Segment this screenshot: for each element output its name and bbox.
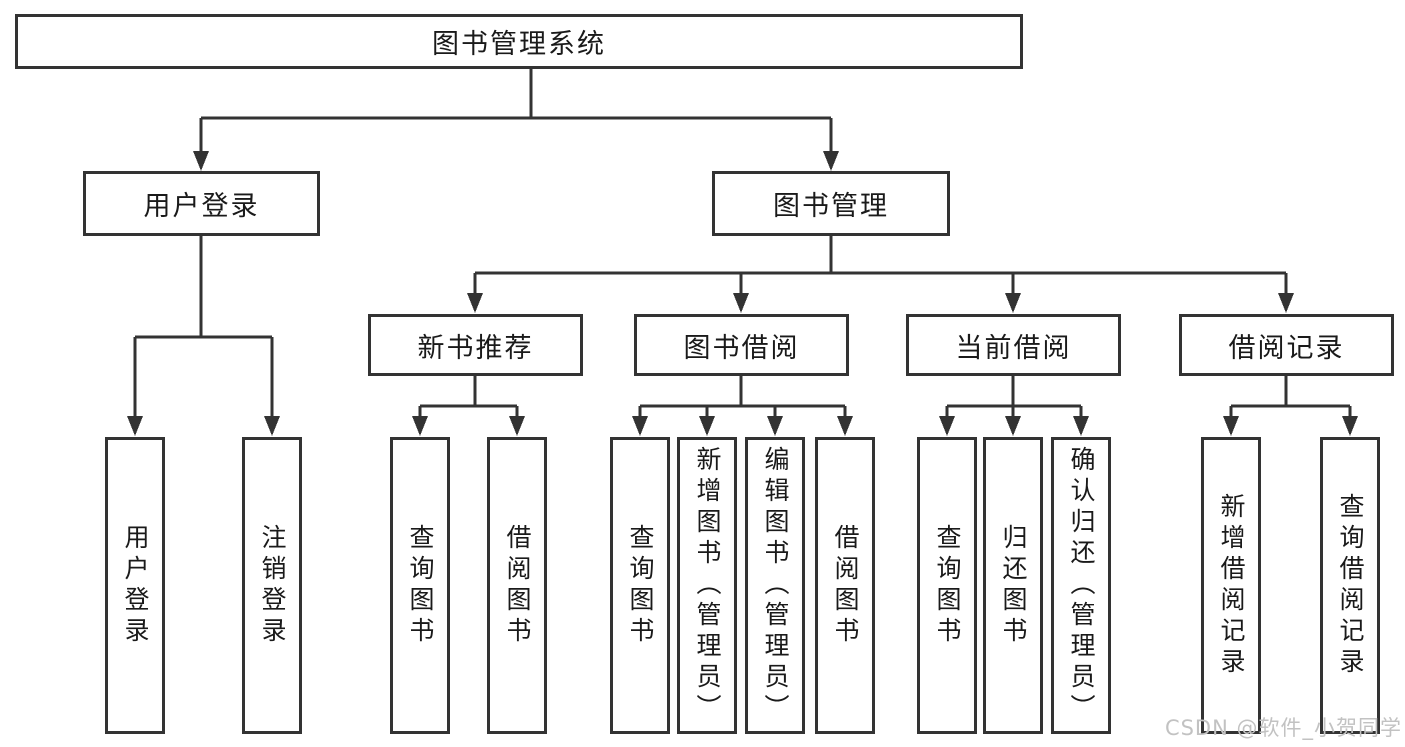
leaf-confirm-return-admin: 确认归还（管理员） [1051,437,1111,734]
arrow-down-icon [1005,416,1021,436]
arrow-down-icon [632,416,648,436]
node-label: 注销登录 [258,523,287,648]
arrow-down-icon [193,151,209,171]
connector-current-borrowing-children [939,376,1089,436]
connector-root-to-level2 [193,69,839,171]
leaf-user-login: 用户登录 [105,437,165,734]
connector-borrowing-records-children [1223,376,1358,436]
node-current-borrowing: 当前借阅 [906,314,1121,376]
leaf-logout-login: 注销登录 [242,437,302,734]
node-label: 用户登录 [121,523,150,648]
leaf-query-borrow-record: 查询借阅记录 [1320,437,1380,734]
arrow-down-icon [939,416,955,436]
leaf-add-book-admin: 新增图书（管理员） [677,437,737,734]
leaf-add-borrow-record: 新增借阅记录 [1201,437,1261,734]
node-user-login: 用户登录 [83,171,320,236]
arrow-down-icon [767,416,783,436]
connector-book-management-children [467,236,1294,313]
node-label: 借阅图书 [503,523,532,648]
node-library-management-system: 图书管理系统 [15,14,1023,69]
leaf-borrow-books: 借阅图书 [815,437,875,734]
arrow-down-icon [1278,293,1294,313]
connector-book-borrowing-children [632,376,853,436]
arrow-down-icon [699,416,715,436]
leaf-borrow-books-recommend: 借阅图书 [487,437,547,734]
connector-line [133,236,274,418]
connector-line [473,236,1288,295]
node-label: 确认归还（管理员） [1067,446,1096,725]
csdn-watermark: CSDN @软件_小贺同学 [1164,716,1402,740]
node-label: 查询图书 [933,523,962,648]
node-label: 查询图书 [626,523,655,648]
node-label: 新增借阅记录 [1217,492,1246,679]
node-label: 新书推荐 [417,332,534,364]
connector-line [638,376,847,418]
node-label: 借阅记录 [1228,332,1345,364]
connector-user-login-children [127,236,280,436]
node-book-borrowing: 图书借阅 [634,314,849,376]
connector-line [199,69,833,153]
node-label: 当前借阅 [955,332,1072,364]
arrow-down-icon [823,151,839,171]
arrow-down-icon [509,416,525,436]
node-label: 图书管理 [773,191,889,222]
connector-line [418,376,519,418]
arrow-down-icon [1342,416,1358,436]
arrow-down-icon [1223,416,1239,436]
arrow-down-icon [1073,416,1089,436]
node-label: 归还图书 [999,523,1028,648]
connector-line [945,376,1083,418]
arrow-down-icon [733,293,749,313]
node-label: 查询图书 [406,523,435,648]
node-label: 用户登录 [143,191,260,222]
connector-line [1229,376,1352,418]
node-label: 新增图书（管理员） [693,446,722,725]
arrow-down-icon [837,416,853,436]
arrow-down-icon [127,416,143,436]
node-label: 图书管理系统 [432,29,606,60]
arrow-down-icon [412,416,428,436]
leaf-query-books-current: 查询图书 [917,437,977,734]
connector-new-book-recommendation-children [412,376,525,436]
node-label: 图书借阅 [683,332,800,364]
node-label: 编辑图书（管理员） [761,446,790,725]
node-label: 借阅图书 [831,523,860,648]
arrow-down-icon [1005,293,1021,313]
arrow-down-icon [467,293,483,313]
node-new-book-recommendation: 新书推荐 [368,314,583,376]
arrow-down-icon [264,416,280,436]
leaf-query-books-borrow: 查询图书 [610,437,670,734]
leaf-return-books: 归还图书 [983,437,1043,734]
node-book-management: 图书管理 [712,171,950,236]
leaf-edit-book-admin: 编辑图书（管理员） [745,437,805,734]
node-borrowing-records: 借阅记录 [1179,314,1394,376]
node-label: 查询借阅记录 [1336,492,1365,679]
leaf-query-books-recommend: 查询图书 [390,437,450,734]
